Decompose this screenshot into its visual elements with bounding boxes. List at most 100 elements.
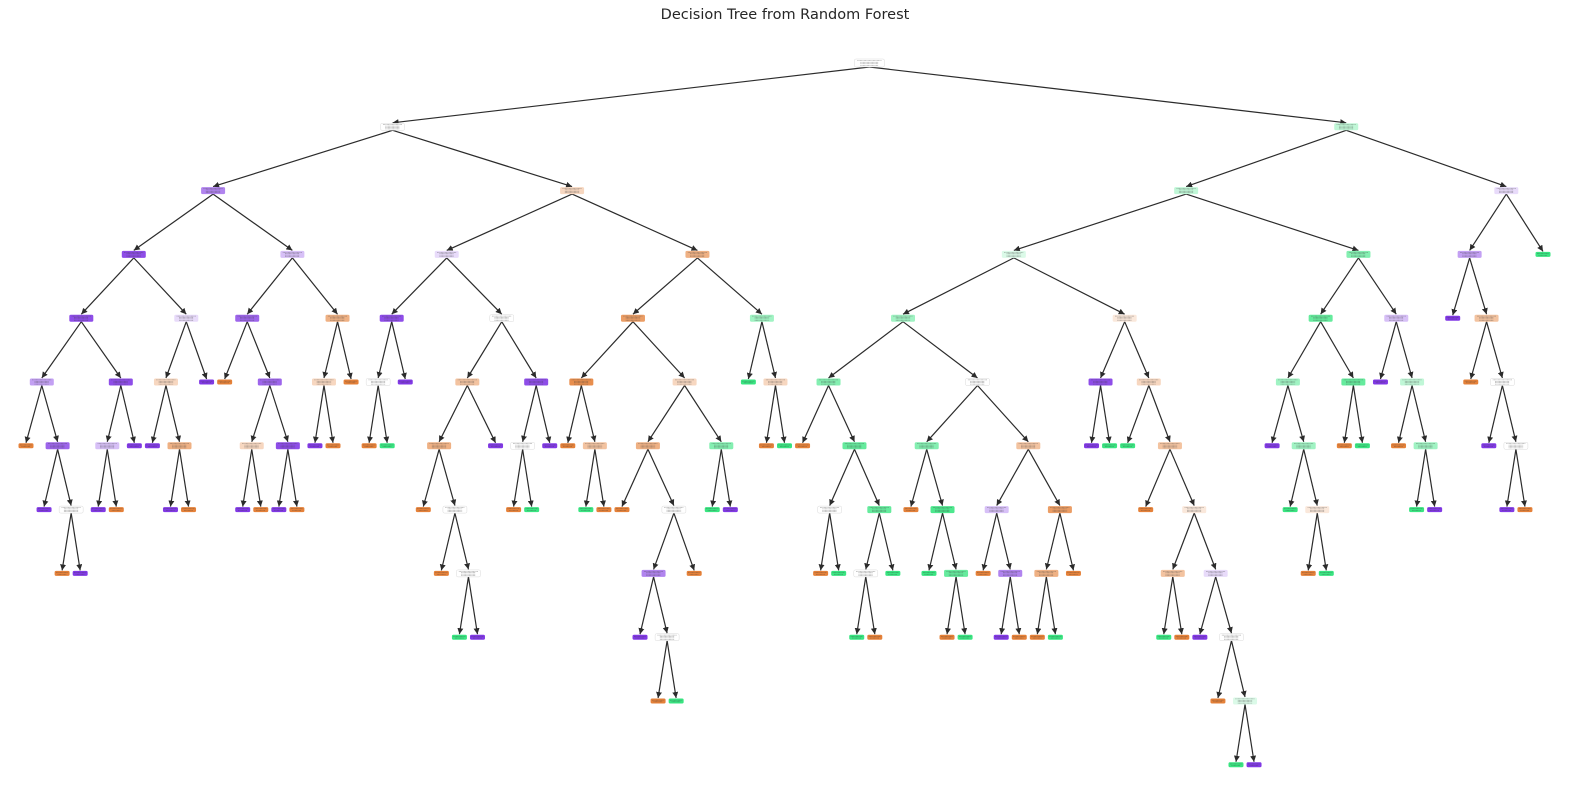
tree-edge — [1306, 513, 1318, 571]
tree-edge — [941, 512, 958, 570]
node-box — [434, 250, 459, 258]
split-node-purple — [1088, 378, 1113, 386]
node-box — [891, 314, 916, 322]
node-box — [1391, 443, 1407, 449]
split-node-purple — [1494, 187, 1519, 195]
tree-edge — [1287, 385, 1305, 442]
tree-edge — [981, 512, 998, 571]
node-box — [998, 569, 1023, 577]
node-box — [1499, 507, 1515, 513]
split-node-orange — [1305, 506, 1330, 514]
split-node-orange — [1160, 569, 1185, 577]
tree-edge — [212, 129, 393, 188]
leaf-node-orange — [867, 634, 883, 640]
tree-edge — [1357, 257, 1397, 315]
node-box — [257, 378, 282, 386]
leaf-node-green — [777, 443, 792, 449]
leaf-node-orange — [1300, 570, 1316, 576]
leaf-node-green — [1120, 443, 1136, 449]
tree-edge — [1396, 385, 1413, 443]
tree-edge — [535, 385, 552, 443]
leaf-node-orange — [253, 507, 269, 513]
node-box — [45, 442, 70, 450]
node-box — [451, 634, 467, 640]
tree-edge — [1193, 512, 1217, 570]
split-node-purple — [379, 314, 404, 322]
leaf-node-purple — [36, 507, 52, 513]
tree-edge — [1059, 512, 1075, 571]
node-box — [1400, 378, 1425, 386]
tree-edge — [439, 512, 456, 571]
split-node-white — [442, 505, 468, 514]
leaf-node-purple — [1246, 762, 1262, 768]
leaf-node-orange — [686, 570, 702, 576]
split-node-green — [1001, 250, 1026, 258]
tree-edge — [1411, 385, 1428, 442]
split-node-white — [58, 505, 84, 514]
node-box — [1219, 633, 1244, 641]
tree-edge — [927, 512, 944, 571]
leaf-node-green — [451, 634, 467, 640]
tree-edge — [999, 576, 1011, 635]
leaf-node-purple — [1499, 507, 1515, 513]
leaf-node-green — [524, 507, 540, 513]
node-box — [650, 698, 666, 704]
node-box — [641, 569, 666, 577]
tree-edge — [684, 385, 722, 443]
node-box — [668, 698, 684, 704]
tree-edge — [1505, 193, 1544, 252]
split-node-orange — [1034, 569, 1059, 577]
tree-edge — [246, 321, 271, 379]
tree-edge — [865, 576, 877, 635]
node-box — [455, 378, 480, 386]
tree-edge — [761, 321, 777, 379]
tree-edge — [185, 321, 208, 380]
split-node-orange — [325, 314, 350, 322]
node-box — [1517, 507, 1533, 513]
tree-edge — [632, 257, 698, 315]
node-box — [1445, 315, 1461, 321]
leaf-node-purple — [469, 634, 485, 640]
node-box — [1246, 762, 1262, 768]
tree-edge — [580, 321, 634, 379]
tree-edge — [467, 576, 480, 635]
tree-edge — [96, 449, 108, 507]
tree-edge — [1469, 321, 1488, 380]
tree-edge — [746, 321, 763, 380]
node-box — [121, 250, 146, 258]
tree-edge — [438, 385, 468, 443]
node-box — [582, 442, 607, 450]
split-node-green — [1400, 378, 1425, 386]
tree-edge — [647, 385, 686, 443]
node-box — [1156, 634, 1172, 640]
tree-edge — [829, 513, 841, 571]
node-box — [506, 507, 522, 513]
node-box — [108, 507, 124, 513]
split-node-purple — [280, 250, 305, 258]
tree-edge — [1035, 576, 1047, 635]
node-box — [343, 379, 359, 385]
tree-edge — [829, 449, 856, 506]
leaf-node-orange — [18, 443, 34, 449]
node-box — [1427, 507, 1443, 513]
tree-edge — [996, 449, 1029, 506]
leaf-node-orange — [343, 379, 359, 385]
tree-edge — [1346, 129, 1507, 188]
node-box — [1034, 569, 1059, 577]
tree-edge — [594, 449, 606, 507]
split-node-green — [1174, 187, 1199, 195]
node-box — [271, 507, 287, 513]
leaf-node-orange — [108, 507, 124, 513]
tree-edge — [120, 385, 136, 443]
node-box — [280, 250, 305, 258]
leaf-node-purple — [1192, 634, 1208, 640]
leaf-node-green — [1228, 762, 1244, 768]
node-box — [1384, 314, 1409, 322]
leaf-node-purple — [632, 634, 648, 640]
tree-edge — [1215, 576, 1233, 634]
leaf-node-green — [668, 698, 684, 704]
node-box — [415, 507, 431, 513]
node-box — [58, 505, 84, 514]
split-node-white — [456, 569, 481, 578]
split-node-orange — [685, 250, 710, 258]
